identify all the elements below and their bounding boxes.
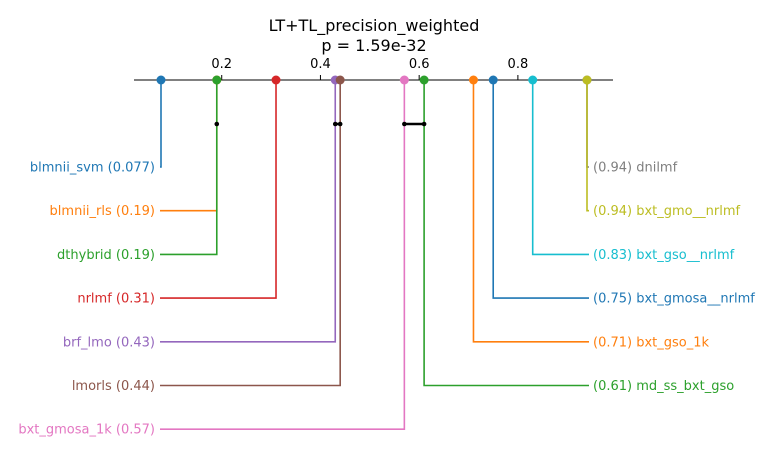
x-tick-label: 0.8 bbox=[508, 57, 529, 72]
method-connector bbox=[160, 80, 218, 212]
method-label: (0.75) bxt_gmosa__nrlmf bbox=[593, 292, 755, 307]
method-connector bbox=[472, 80, 589, 343]
clique-endpoint bbox=[402, 121, 407, 127]
method-label: brf_lmo (0.43) bbox=[63, 335, 155, 350]
chart-subtitle: p = 1.59e-32 bbox=[321, 36, 426, 55]
method-rank-marker bbox=[212, 75, 222, 85]
method-rank-marker bbox=[156, 75, 166, 85]
method-rank-marker bbox=[399, 75, 409, 85]
method-rank-marker bbox=[419, 75, 429, 85]
method-connector bbox=[160, 80, 406, 431]
x-tick-label: 0.6 bbox=[409, 57, 430, 72]
method-label: (0.83) bxt_gso__nrlmf bbox=[593, 248, 735, 263]
x-axis: 0.2 0.4 0.6 0.8 bbox=[134, 57, 613, 81]
clique-endpoint bbox=[421, 121, 427, 127]
chart-title: LT+TL_precision_weighted bbox=[269, 16, 480, 36]
method-connector bbox=[423, 80, 589, 387]
method-connector bbox=[160, 80, 337, 343]
method-rank-marker bbox=[582, 75, 592, 85]
method-label: lmorls (0.44) bbox=[72, 379, 155, 394]
method-label: (0.94) bxt_gmo__nrlmf bbox=[593, 204, 740, 219]
clique-endpoint bbox=[337, 121, 343, 127]
method-connector bbox=[492, 80, 589, 299]
method-connector bbox=[160, 80, 341, 387]
method-label: bxt_gmosa_1k (0.57) bbox=[18, 423, 155, 438]
method-rank-marker bbox=[468, 75, 478, 85]
method-rank-marker bbox=[528, 75, 538, 85]
clique-endpoint bbox=[332, 121, 338, 127]
method-connector bbox=[586, 80, 589, 212]
method-label: (0.71) bxt_gso_1k bbox=[593, 335, 710, 350]
method-connector bbox=[531, 80, 589, 256]
method-label: (0.94) dnilmf bbox=[593, 161, 678, 176]
method-connector bbox=[160, 80, 162, 168]
method-connector bbox=[160, 80, 277, 299]
method-label: blmnii_svm (0.077) bbox=[30, 161, 155, 176]
x-tick-label: 0.2 bbox=[211, 57, 232, 72]
method-label: dthybrid (0.19) bbox=[57, 248, 155, 263]
method-labels: blmnii_svm (0.077) blmnii_rls (0.19) dthyb… bbox=[18, 161, 755, 438]
x-tick-label: 0.4 bbox=[310, 57, 331, 72]
method-label: nrlmf (0.31) bbox=[77, 292, 155, 307]
method-label: blmnii_rls (0.19) bbox=[50, 204, 155, 219]
method-connectors bbox=[156, 75, 592, 431]
clique-bars bbox=[214, 121, 427, 127]
method-connector bbox=[160, 80, 218, 256]
method-label: (0.61) md_ss_bxt_gso bbox=[593, 379, 734, 394]
method-rank-marker bbox=[271, 75, 281, 85]
clique-endpoint bbox=[214, 121, 220, 127]
method-rank-marker bbox=[488, 75, 498, 85]
method-rank-marker bbox=[335, 75, 345, 85]
